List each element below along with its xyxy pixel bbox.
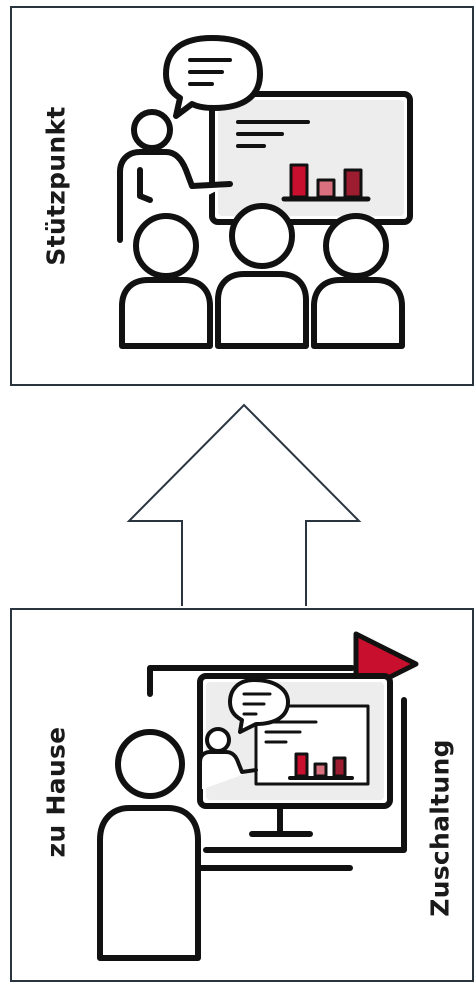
mini-speech-bubble-icon (228, 678, 290, 734)
audience-person-right (311, 213, 405, 349)
mini-whiteboard-icon (254, 704, 370, 786)
whiteboard-icon (209, 91, 413, 225)
speech-bubble-icon (163, 35, 263, 119)
presenter-icon (117, 109, 233, 243)
bar-chart-icon (281, 163, 371, 202)
arrow-up-outline-icon (126, 403, 362, 606)
remote-video-presentation-icon (97, 631, 419, 961)
audience-person-middle (215, 203, 309, 349)
audience-person-left (119, 213, 213, 349)
mini-presenter-icon (198, 727, 258, 792)
viewer-person-icon (97, 729, 353, 961)
presentation-classroom-icon (117, 35, 413, 349)
